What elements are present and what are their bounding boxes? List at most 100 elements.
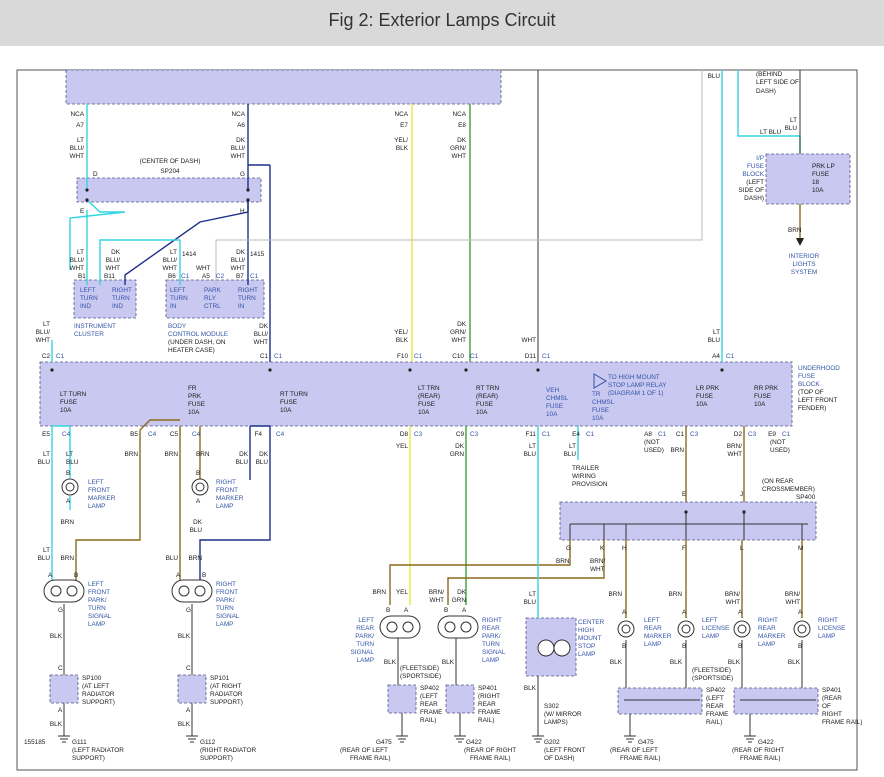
svg-text:LT: LT xyxy=(77,137,84,144)
svg-text:(UNDER DASH, ON: (UNDER DASH, ON xyxy=(168,339,226,346)
svg-text:(NOT: (NOT xyxy=(644,439,660,446)
svg-text:LEFT: LEFT xyxy=(358,617,374,624)
svg-text:WHT: WHT xyxy=(727,451,742,458)
lamp-chmsl xyxy=(537,639,571,657)
svg-text:E8: E8 xyxy=(458,122,466,129)
svg-text:C1: C1 xyxy=(658,431,667,438)
svg-text:BLU: BLU xyxy=(38,459,51,466)
svg-text:TURN: TURN xyxy=(216,605,234,612)
svg-text:F11: F11 xyxy=(525,431,536,438)
svg-text:(LEFT: (LEFT xyxy=(746,179,764,186)
svg-text:TURN: TURN xyxy=(112,295,130,302)
svg-text:B: B xyxy=(386,607,390,614)
svg-text:REAR: REAR xyxy=(482,625,500,632)
svg-text:G: G xyxy=(58,607,63,614)
svg-text:E9: E9 xyxy=(768,431,776,438)
svg-text:NCA: NCA xyxy=(395,111,409,118)
svg-text:C4: C4 xyxy=(192,431,201,438)
svg-text:B1: B1 xyxy=(78,273,86,280)
svg-text:(FLEETSIDE): (FLEETSIDE) xyxy=(692,667,731,674)
svg-text:LAMP: LAMP xyxy=(88,621,105,628)
svg-text:RIGHT: RIGHT xyxy=(216,581,236,588)
svg-text:BLK: BLK xyxy=(50,633,63,640)
svg-text:FRONT: FRONT xyxy=(216,589,238,596)
svg-text:BRN/: BRN/ xyxy=(785,591,800,598)
svg-text:10A: 10A xyxy=(476,409,488,416)
svg-text:REAR: REAR xyxy=(420,701,438,708)
svg-text:YEL/: YEL/ xyxy=(394,137,408,144)
svg-text:A: A xyxy=(196,498,201,505)
svg-text:LAMP: LAMP xyxy=(216,503,233,510)
svg-text:DK: DK xyxy=(259,323,269,330)
svg-text:LT: LT xyxy=(170,249,177,256)
svg-text:SYSTEM: SYSTEM xyxy=(791,269,817,276)
svg-text:FR: FR xyxy=(188,385,197,392)
svg-text:FENDER): FENDER) xyxy=(798,405,826,412)
svg-text:TR: TR xyxy=(592,391,601,398)
svg-text:LT TRN: LT TRN xyxy=(418,385,440,392)
svg-text:(RIGHT RADIATOR: (RIGHT RADIATOR xyxy=(200,747,256,754)
svg-text:CLUSTER: CLUSTER xyxy=(74,331,104,338)
svg-text:CHMSL: CHMSL xyxy=(546,395,569,402)
wire-gray xyxy=(215,70,703,285)
svg-text:A5: A5 xyxy=(202,273,210,280)
svg-text:WHT: WHT xyxy=(230,265,245,272)
svg-text:C1: C1 xyxy=(250,273,259,280)
svg-text:BRN/: BRN/ xyxy=(590,558,605,565)
svg-text:C2: C2 xyxy=(42,353,51,360)
svg-text:TO HIGH MOUNT: TO HIGH MOUNT xyxy=(608,374,660,381)
svg-text:C4: C4 xyxy=(62,431,71,438)
svg-text:LT: LT xyxy=(43,547,50,554)
arrow-interior xyxy=(796,238,804,246)
svg-text:F4: F4 xyxy=(255,431,263,438)
svg-text:FUSE: FUSE xyxy=(60,399,77,406)
svg-text:NCA: NCA xyxy=(71,111,85,118)
svg-text:E5: E5 xyxy=(42,431,50,438)
svg-text:DK: DK xyxy=(236,249,246,256)
lamp-left-rear-marker xyxy=(617,620,635,638)
wire-brnwht-lr xyxy=(447,540,605,605)
svg-text:D8: D8 xyxy=(400,431,409,438)
svg-text:TURN: TURN xyxy=(170,295,188,302)
svg-text:BRN: BRN xyxy=(556,558,570,565)
svg-text:RADIATOR: RADIATOR xyxy=(82,691,115,698)
svg-text:B6: B6 xyxy=(168,273,176,280)
svg-text:LEFT: LEFT xyxy=(88,581,104,588)
svg-text:WHT: WHT xyxy=(162,265,177,272)
svg-text:E4: E4 xyxy=(572,431,580,438)
svg-text:BLK: BLK xyxy=(50,721,63,728)
svg-text:(NOT: (NOT xyxy=(770,439,786,446)
svg-text:CENTER: CENTER xyxy=(578,619,605,626)
svg-text:BRN: BRN xyxy=(671,447,685,454)
svg-text:MARKER: MARKER xyxy=(88,495,116,502)
svg-text:SP402: SP402 xyxy=(706,687,726,694)
svg-text:OF: OF xyxy=(822,703,831,710)
svg-text:GRN/: GRN/ xyxy=(450,329,466,336)
svg-text:BRN: BRN xyxy=(165,451,179,458)
wire-yel-blk xyxy=(409,104,413,605)
svg-text:PARK: PARK xyxy=(204,287,222,294)
svg-text:PARK/: PARK/ xyxy=(88,597,107,604)
svg-text:WHT: WHT xyxy=(590,566,605,573)
svg-text:(FLEETSIDE): (FLEETSIDE) xyxy=(400,665,439,672)
svg-text:TURN: TURN xyxy=(482,641,500,648)
svg-text:FRONT: FRONT xyxy=(88,589,110,596)
svg-text:G111: G111 xyxy=(72,739,87,746)
svg-text:WHT: WHT xyxy=(725,599,740,606)
svg-text:(LEFT: (LEFT xyxy=(420,693,438,700)
svg-text:BLU: BLU xyxy=(564,451,577,458)
svg-text:LT BLU: LT BLU xyxy=(760,129,781,136)
svg-text:1414: 1414 xyxy=(182,251,197,258)
svg-text:LT: LT xyxy=(529,591,536,598)
svg-text:SP401: SP401 xyxy=(478,685,498,692)
lamp-left-rear-park xyxy=(379,615,421,639)
svg-text:BLU/: BLU/ xyxy=(70,257,84,264)
svg-text:I/P: I/P xyxy=(756,155,764,162)
svg-text:C1: C1 xyxy=(676,431,685,438)
svg-text:BLU: BLU xyxy=(38,555,51,562)
svg-text:INSTRUMENT: INSTRUMENT xyxy=(74,323,116,330)
splice-sp401-right xyxy=(733,687,819,715)
svg-text:18: 18 xyxy=(812,179,820,186)
svg-text:FRONT: FRONT xyxy=(216,487,238,494)
